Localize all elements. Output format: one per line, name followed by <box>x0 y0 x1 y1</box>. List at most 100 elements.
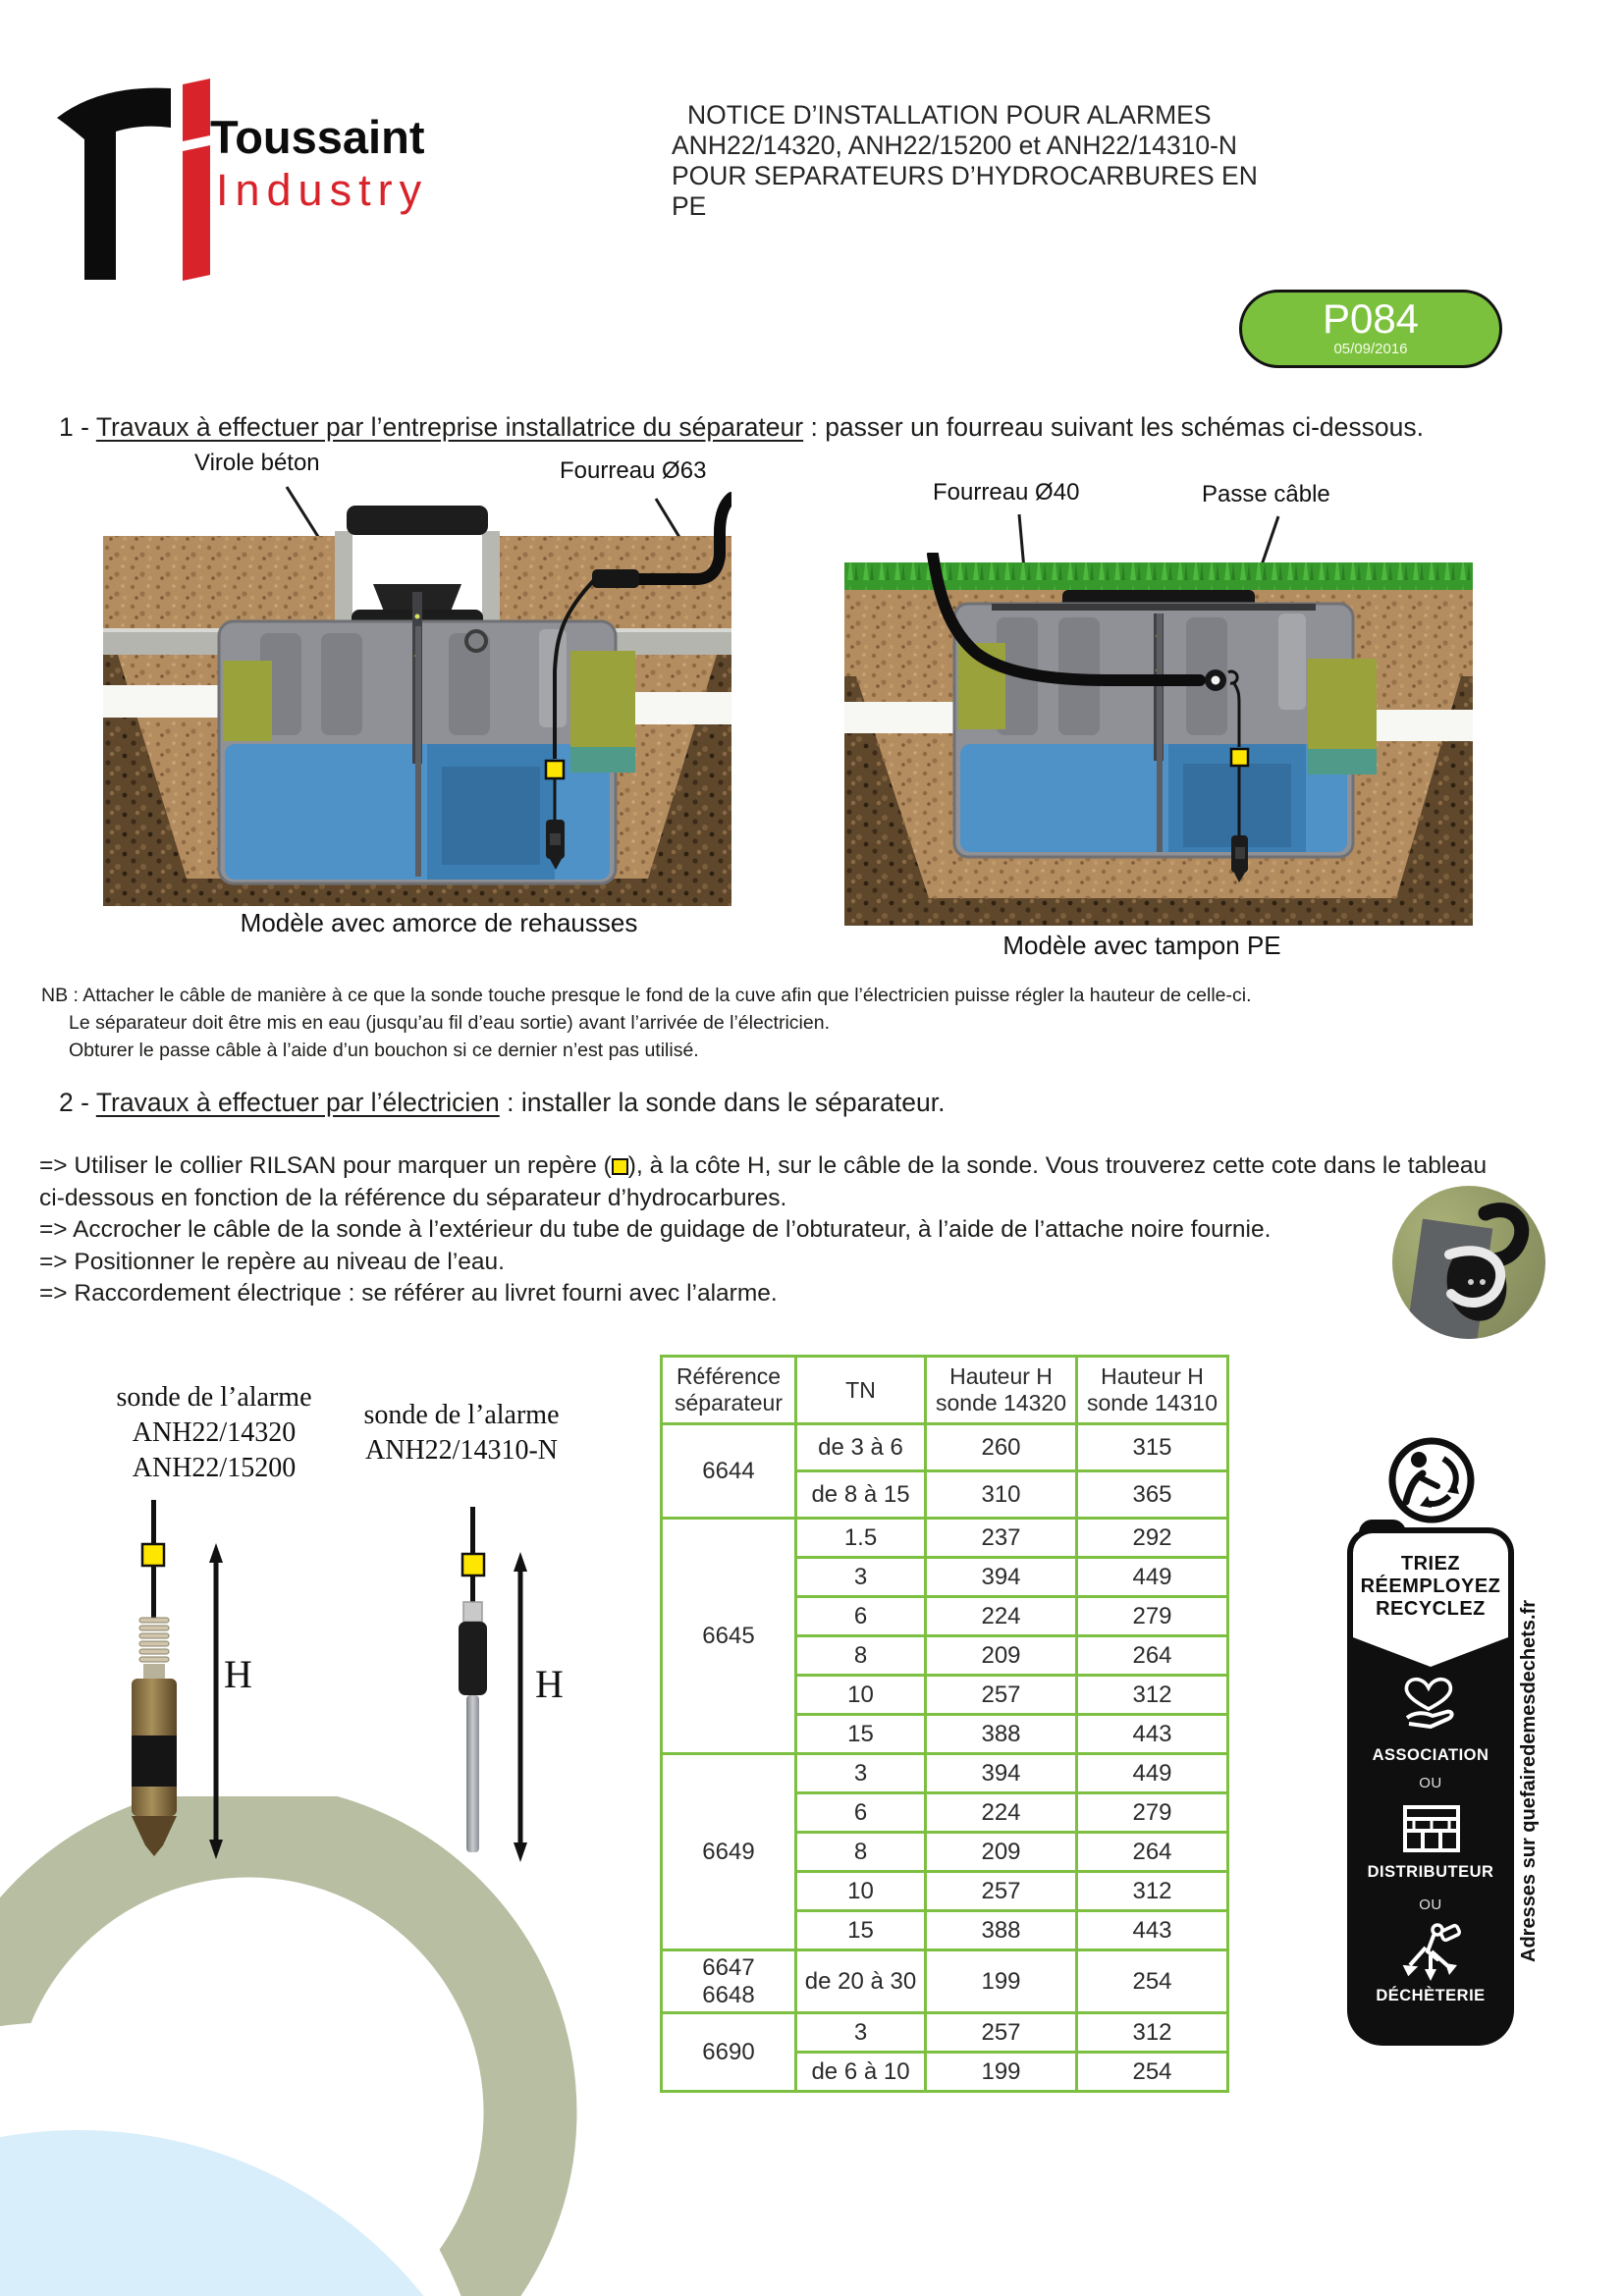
sonde-left-label: sonde de l’alarme ANH22/14320 ANH22/1520… <box>116 1380 312 1486</box>
repere-marker <box>544 759 566 780</box>
h14320-cell: 237 <box>924 1517 1078 1559</box>
h14320-cell: 209 <box>924 1634 1078 1677</box>
h14310-cell: 449 <box>1075 1556 1229 1598</box>
repere-marker <box>1229 747 1250 768</box>
title-line-2: ANH22/14320, ANH22/15200 et ANH22/14310-… <box>672 131 1238 160</box>
h14310-cell: 312 <box>1075 2011 1229 2054</box>
nb-line-1: NB : Attacher le câble de manière à ce q… <box>41 985 1252 1006</box>
tn-cell: 1.5 <box>794 1517 927 1559</box>
section1-heading: 1 - Travaux à effectuer par l’entreprise… <box>59 412 1424 443</box>
h14320-cell: 257 <box>924 1674 1078 1716</box>
col-header-reference: Référence séparateur <box>660 1355 797 1425</box>
height-table: Référence séparateur TN Hauteur H sonde … <box>660 1355 1229 2093</box>
ref-cell: 6645 <box>660 1517 797 1755</box>
sort-line-1: TRIEZ <box>1400 1553 1461 1575</box>
ref-cell: 6649 <box>660 1752 797 1951</box>
h14320-cell: 209 <box>924 1831 1078 1873</box>
h14320-cell: 394 <box>924 1556 1078 1598</box>
instruction-1-post: ), à la côte H, sur le câble de la sonde… <box>39 1152 1488 1211</box>
h14310-cell: 312 <box>1075 1674 1229 1716</box>
ref-cell: 6690 <box>660 2011 797 2093</box>
h14310-cell: 312 <box>1075 1870 1229 1912</box>
col-header-tn: TN <box>794 1355 927 1425</box>
h-dimension-left: H <box>224 1652 252 1696</box>
col-header-h14320: Hauteur H sonde 14320 <box>924 1355 1078 1425</box>
tn-cell: 8 <box>794 1831 927 1873</box>
sort-lines: TRIEZ RÉEMPLOYEZ RECYCLEZ <box>1353 1553 1508 1621</box>
brand-name-bottom: Industry <box>216 165 429 215</box>
attache-noire-photo <box>1392 1186 1545 1339</box>
instructions-list: => Utiliser le collier RILSAN pour marqu… <box>39 1150 1512 1310</box>
tn-cell: 3 <box>794 1752 927 1794</box>
tn-cell: de 6 à 10 <box>794 2051 927 2093</box>
doc-ref-date: 05/09/2016 <box>1333 341 1408 357</box>
h14320-cell: 257 <box>924 1870 1078 1912</box>
tn-cell: 3 <box>794 1556 927 1598</box>
repere-marker <box>460 1552 486 1577</box>
recycle-banner: TRIEZ RÉEMPLOYEZ RECYCLEZ ASSOCIATION OU… <box>1347 1527 1514 2046</box>
recycling-drop-off-icon <box>1402 1923 1462 1981</box>
label-virole-beton: Virole béton <box>194 450 320 476</box>
h14320-cell: 224 <box>924 1791 1078 1834</box>
h14320-cell: 310 <box>924 1469 1078 1520</box>
option-ou-2: OU <box>1419 1896 1442 1913</box>
option-distributeur: DISTRIBUTEUR <box>1367 1863 1494 1881</box>
repere-marker <box>140 1542 166 1568</box>
h14320-cell: 260 <box>924 1422 1078 1472</box>
instruction-4: => Raccordement électrique : se référer … <box>39 1280 778 1307</box>
label-passe-cable: Passe câble <box>1202 481 1330 507</box>
tn-cell: 10 <box>794 1870 927 1912</box>
triman-recycle-icon <box>1388 1437 1475 1523</box>
brand-name-top: Toussaint <box>210 111 425 163</box>
instruction-1: => Utiliser le collier RILSAN pour marqu… <box>39 1150 1512 1214</box>
sonde-left-line3: ANH22/15200 <box>132 1453 297 1483</box>
h14310-cell: 292 <box>1075 1517 1229 1559</box>
label-fourreau-63: Fourreau Ø63 <box>560 457 707 484</box>
h14320-cell: 224 <box>924 1595 1078 1637</box>
col-header-h14310: Hauteur H sonde 14310 <box>1075 1355 1229 1425</box>
instruction-3: => Positionner le repère au niveau de l’… <box>39 1248 505 1275</box>
h14310-cell: 443 <box>1075 1909 1229 1951</box>
storefront-icon <box>1403 1805 1460 1852</box>
tn-cell: 6 <box>794 1791 927 1834</box>
label-fourreau-40: Fourreau Ø40 <box>933 479 1080 506</box>
toussaint-logo-mark <box>57 79 210 281</box>
sort-line-2: RÉEMPLOYEZ <box>1360 1575 1501 1597</box>
sort-card: TRIEZ RÉEMPLOYEZ RECYCLEZ <box>1353 1533 1508 1637</box>
vertical-address-note: Adresses sur quefairedemesdechets.fr <box>1518 1599 1540 1962</box>
sonde-right-label: sonde de l’alarme ANH22/14310-N <box>353 1398 569 1468</box>
ref-cell: 6647 6648 <box>660 1949 797 2014</box>
section2-number: 2 - <box>59 1088 96 1117</box>
h14320-cell: 388 <box>924 1713 1078 1755</box>
sort-card-chevron <box>1353 1637 1508 1667</box>
option-ou-1: OU <box>1419 1775 1442 1791</box>
section1-number: 1 - <box>59 412 96 442</box>
option-association: ASSOCIATION <box>1372 1746 1489 1764</box>
title-line-3: POUR SEPARATEURS D’HYDROCARBURES EN PE <box>672 161 1258 221</box>
section1-title: Travaux à effectuer par l’entreprise ins… <box>95 412 804 442</box>
h14320-cell: 199 <box>924 1949 1078 2014</box>
h14310-cell: 279 <box>1075 1791 1229 1834</box>
h14310-cell: 264 <box>1075 1634 1229 1677</box>
section2-rest: : installer la sonde dans le séparateur. <box>499 1088 946 1117</box>
table-header-row: Référence séparateur TN Hauteur H sonde … <box>660 1355 1229 1425</box>
h14320-cell: 257 <box>924 2011 1078 2054</box>
h14320-cell: 394 <box>924 1752 1078 1794</box>
caption-left-diagram: Modèle avec amorce de rehausses <box>240 908 638 937</box>
yellow-marker-icon <box>611 1158 628 1175</box>
heart-in-hand-icon <box>1404 1677 1454 1729</box>
